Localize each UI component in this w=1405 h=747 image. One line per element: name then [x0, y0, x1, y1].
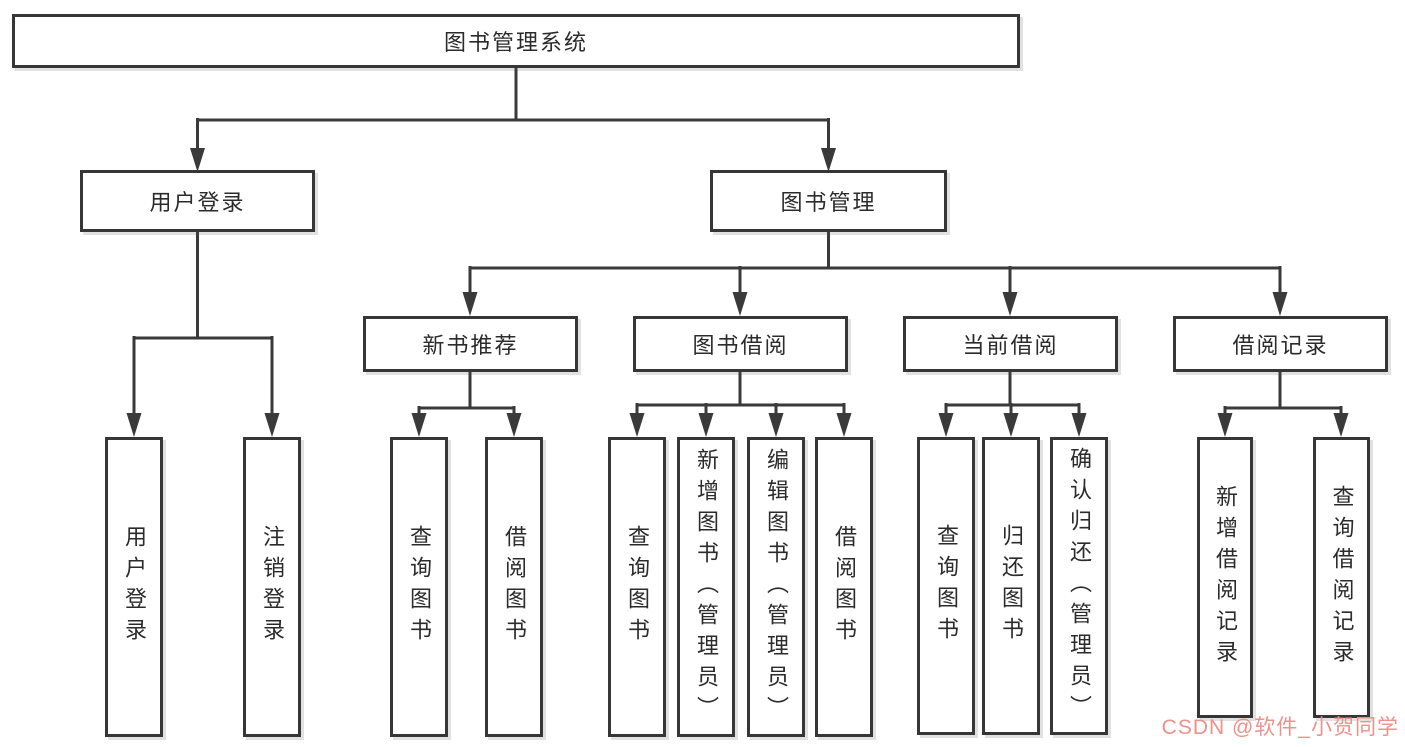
leaf-user-login: 用户登录 — [105, 437, 163, 737]
node-current-borrow-label: 当前借阅 — [962, 333, 1059, 358]
node-new-book-recommend: 新书推荐 — [363, 316, 578, 372]
leaf-query-borrow-record: 查询借阅记录 — [1313, 437, 1370, 718]
leaf-add-books-admin: 新增图书（管理员） — [677, 437, 735, 737]
leaf-edit-books-admin-label: 编辑图书（管理员） — [764, 447, 789, 727]
node-root: 图书管理系统 — [12, 14, 1020, 68]
node-user-login: 用户登录 — [80, 170, 315, 232]
leaf-borrow-books-label: 借阅图书 — [832, 525, 857, 649]
leaf-edit-books-admin: 编辑图书（管理员） — [747, 437, 805, 737]
leaf-confirm-return-admin-label: 确认归还（管理员） — [1067, 446, 1092, 726]
leaf-add-books-admin-label: 新增图书（管理员） — [694, 447, 719, 727]
csdn-watermark: CSDN @软件_小贺同学 — [1161, 716, 1399, 739]
leaf-current-query-books-label: 查询图书 — [934, 524, 959, 648]
arrowheads — [126, 148, 1349, 437]
node-borrow-records-label: 借阅记录 — [1232, 333, 1329, 358]
leaf-confirm-return-admin: 确认归还（管理员） — [1050, 437, 1108, 735]
node-borrow-records: 借阅记录 — [1173, 316, 1388, 372]
leaf-return-books: 归还图书 — [982, 437, 1040, 735]
leaf-add-borrow-record: 新增借阅记录 — [1197, 437, 1253, 718]
node-book-borrow: 图书借阅 — [633, 316, 848, 372]
leaf-borrow-query-books-label: 查询图书 — [625, 525, 650, 649]
leaf-current-query-books: 查询图书 — [917, 437, 975, 735]
leaf-add-borrow-record-label: 新增借阅记录 — [1213, 484, 1238, 671]
node-current-borrow: 当前借阅 — [903, 316, 1118, 372]
leaf-logout-label: 注销登录 — [260, 525, 285, 649]
node-new-book-recommend-label: 新书推荐 — [422, 333, 519, 358]
leaf-recommend-query-books-label: 查询图书 — [407, 525, 432, 649]
leaf-return-books-label: 归还图书 — [999, 524, 1024, 648]
node-book-management: 图书管理 — [710, 170, 947, 232]
node-user-login-label: 用户登录 — [149, 190, 246, 215]
node-book-borrow-label: 图书借阅 — [692, 333, 789, 358]
leaf-recommend-query-books: 查询图书 — [390, 437, 448, 737]
leaf-user-login-label: 用户登录 — [122, 525, 147, 649]
leaf-query-borrow-record-label: 查询借阅记录 — [1329, 484, 1355, 671]
leaf-recommend-borrow-books-label: 借阅图书 — [502, 525, 527, 649]
node-book-management-label: 图书管理 — [780, 190, 877, 215]
leaf-borrow-query-books: 查询图书 — [608, 437, 666, 737]
leaf-borrow-books: 借阅图书 — [815, 437, 873, 737]
node-root-label: 图书管理系统 — [443, 30, 588, 55]
leaf-recommend-borrow-books: 借阅图书 — [485, 437, 543, 737]
leaf-logout: 注销登录 — [243, 437, 301, 737]
